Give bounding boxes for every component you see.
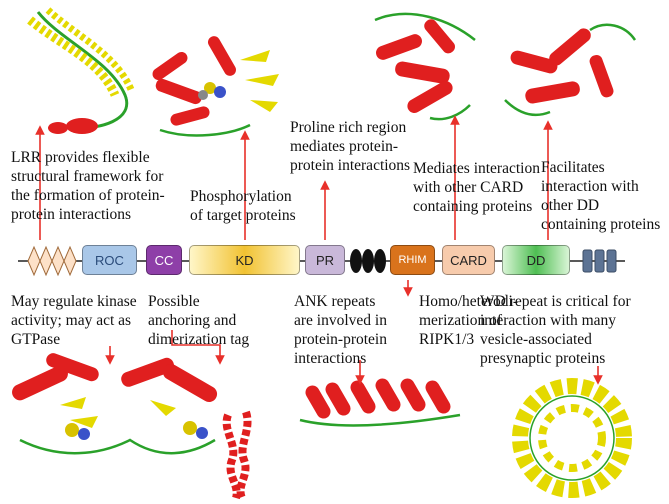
domain-pr-label: PR [315, 252, 335, 268]
lrr-description: LRR provides flexible structural framewo… [11, 149, 165, 223]
wd-repeats [582, 249, 617, 273]
rhim-description: Homo/heterodi- merization of RIPK1/3 [419, 293, 519, 348]
domain-pr: PR [305, 245, 345, 275]
domain-rhim-label: RHIM [398, 254, 427, 266]
wd-structure-image [512, 378, 632, 498]
domain-card: CARD [442, 245, 495, 275]
pr-description: Proline rich region mediates protein- pr… [290, 119, 411, 174]
domain-cc: CC [146, 245, 182, 275]
domain-rhim: RHIM [390, 245, 435, 275]
roc-structure-image [12, 353, 218, 455]
domain-dd: DD [502, 245, 570, 275]
ank-structure-image [299, 378, 461, 427]
roc-description: May regulate kinase activity; may act as… [11, 293, 137, 348]
dd-structure-image [504, 23, 637, 117]
cc-structure-image [222, 410, 252, 500]
domain-kd: KD [189, 245, 300, 275]
dd-description: Facilitates interaction with other DD co… [541, 159, 661, 233]
kd-description: Phosphorylation of target proteins [190, 188, 296, 224]
lrr-structure-image [27, 7, 136, 134]
card-structure-image [374, 12, 476, 121]
domain-cc-label: CC [154, 252, 174, 268]
ank-description: ANK repeats are involved in protein-prot… [294, 293, 387, 367]
domain-card-label: CARD [450, 252, 487, 268]
annotation-arrows [35, 115, 603, 385]
domain-roc-label: ROC [95, 252, 124, 268]
wd-description: WD repeat is critical for interaction wi… [480, 293, 631, 367]
kd-structure-image [152, 36, 279, 137]
lrr-repeats [27, 245, 77, 277]
cc-description: Possible anchoring and dimerization tag [148, 293, 250, 348]
ank-repeats [350, 249, 386, 273]
card-description: Mediates interaction with other CARD con… [413, 160, 540, 215]
domain-kd-label: KD [235, 252, 254, 268]
domain-roc: ROC [82, 245, 137, 275]
domain-dd-label: DD [526, 252, 546, 268]
